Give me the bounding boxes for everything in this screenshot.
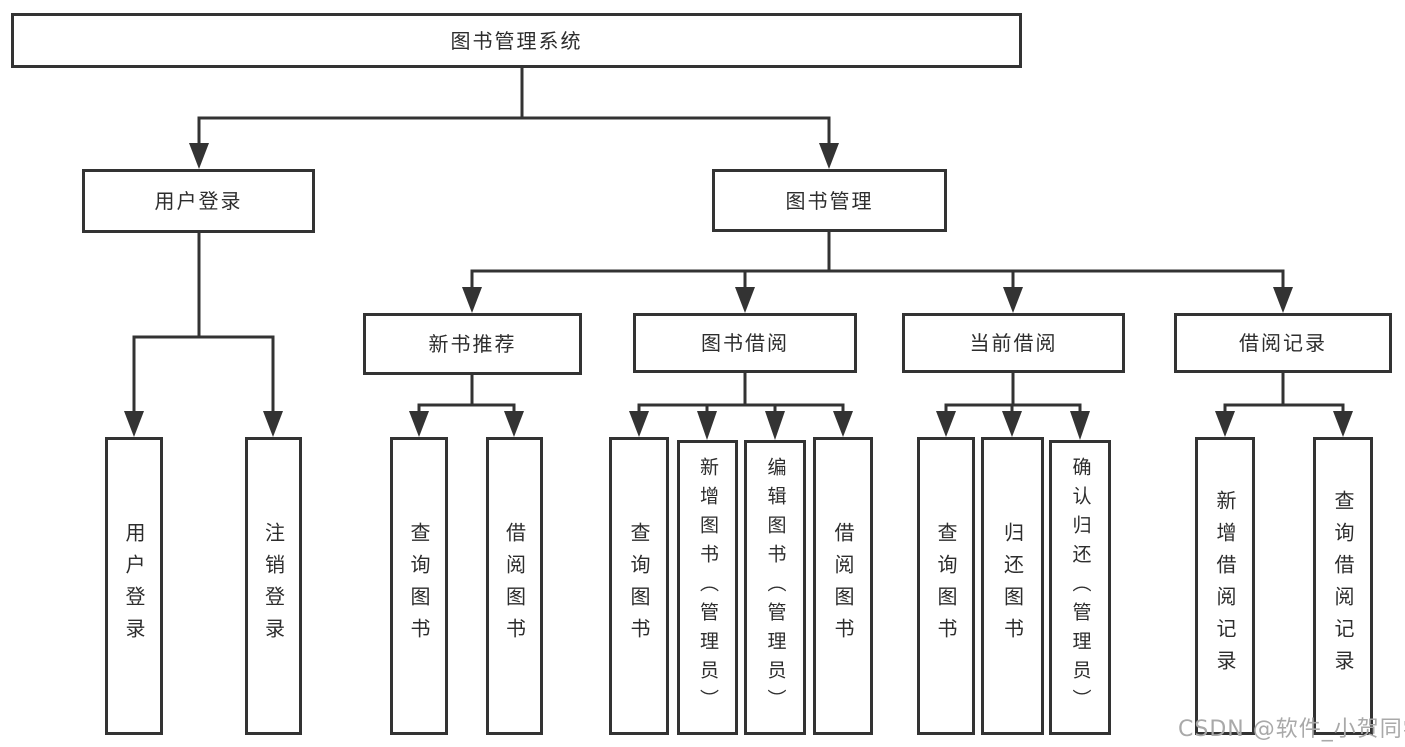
node-book-management: 图书管理 [712,169,947,232]
node-borrowing-records: 借阅记录 [1174,313,1392,373]
node-root-label: 图书管理系统 [450,28,583,53]
leaf-logout: 注销登录 [245,437,302,735]
leaf-user-login: 用户登录 [105,437,163,735]
node-new-book-recommend: 新书推荐 [363,313,582,375]
node-new-book-recommend-label: 新书推荐 [428,332,517,356]
node-book-borrowing: 图书借阅 [633,313,857,373]
csdn-watermark: CSDN @软件_小贺同学 [1178,717,1405,742]
leaf-query-borrow-record: 查询借阅记录 [1313,437,1373,735]
leaf-current-query-book: 查询图书 [917,437,975,735]
leaf-edit-book-admin: 编辑图书（管理员） [744,440,806,735]
node-root: 图书管理系统 [11,13,1022,68]
leaf-borrow-query-book: 查询图书 [609,437,669,735]
node-book-borrowing-label: 图书借阅 [701,331,789,355]
node-user-login: 用户登录 [82,169,315,233]
arrowheads [124,143,1353,440]
leaf-borrow-book: 借阅图书 [813,437,873,735]
leaf-label: 归还图书 [1000,522,1025,650]
leaf-label: 新增借阅记录 [1213,490,1237,682]
node-user-login-label: 用户登录 [154,189,243,213]
leaf-label: 查询图书 [627,522,651,650]
leaf-confirm-return-admin: 确认归还（管理员） [1049,440,1111,735]
leaf-add-book-admin: 新增图书（管理员） [677,440,738,735]
leaf-rec-query-book: 查询图书 [390,437,448,735]
leaf-add-borrow-record: 新增借阅记录 [1195,437,1255,735]
leaf-label: 查询图书 [407,522,431,650]
leaf-label: 确认归还（管理员） [1069,457,1092,718]
node-book-management-label: 图书管理 [785,188,874,213]
leaf-label: 注销登录 [261,522,286,650]
leaf-label: 借阅图书 [502,522,527,650]
leaf-label: 编辑图书（管理员） [764,457,787,718]
leaf-rec-borrow-book: 借阅图书 [486,437,543,735]
leaf-label: 查询图书 [934,522,958,650]
leaf-label: 用户登录 [122,522,146,650]
node-current-borrowing: 当前借阅 [902,313,1125,373]
leaf-return-book: 归还图书 [981,437,1044,735]
node-current-borrowing-label: 当前借阅 [969,331,1058,355]
node-borrowing-records-label: 借阅记录 [1239,331,1327,355]
leaf-label: 借阅图书 [831,522,855,650]
leaf-label: 查询借阅记录 [1331,490,1355,682]
leaf-label: 新增图书（管理员） [697,457,719,718]
